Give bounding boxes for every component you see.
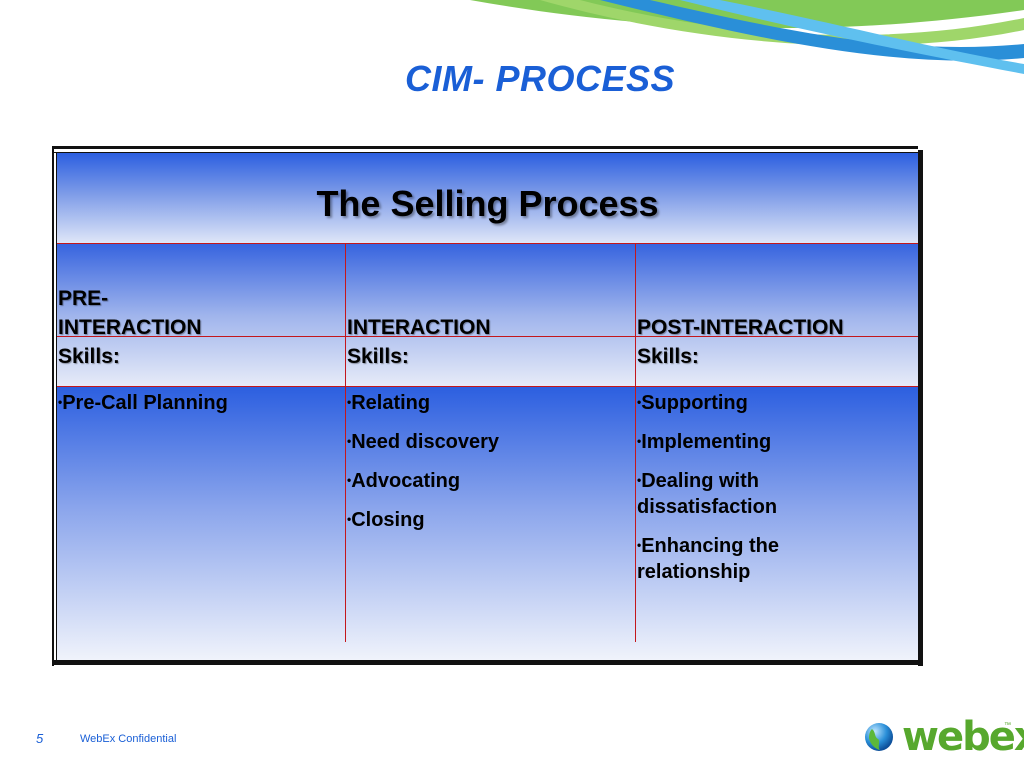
webex-logo: webex ™ [864, 714, 1024, 760]
list-item: •Advocating [347, 467, 627, 494]
column-divider [635, 244, 636, 642]
bullet-icon: • [637, 434, 642, 448]
list-item: •Implementing [637, 428, 817, 455]
heading-line: Skills: [347, 345, 409, 368]
list-item-label: Dealing with dissatisfaction [637, 470, 778, 518]
list-item-label: Implementing [641, 431, 772, 453]
post-interaction-list: •Supporting •Implementing •Dealing with … [637, 389, 817, 597]
table-header-title: The Selling Process [316, 183, 659, 224]
list-item-label: Closing [351, 509, 425, 531]
heading-line: Skills: [58, 345, 120, 368]
table-border-top [52, 146, 918, 149]
table-heading-row [57, 244, 918, 387]
list-item-label: Relating [351, 392, 431, 414]
table-border-bottom [52, 660, 918, 665]
table-grid: PRE- INTERACTION Skills: •Pre-Call Plann… [57, 244, 918, 660]
selling-process-table: The Selling Process PRE- INTERACTION Ski… [52, 146, 926, 668]
bullet-icon: • [347, 512, 352, 526]
list-item: •Dealing with dissatisfaction [637, 467, 817, 520]
pre-interaction-list: •Pre-Call Planning [58, 389, 338, 428]
list-item-label: Pre-Call Planning [62, 392, 228, 414]
logo-trademark: ™ [1004, 722, 1011, 729]
table-border-top-inner [52, 152, 918, 153]
interaction-list: •Relating •Need discovery •Advocating •C… [347, 389, 627, 545]
table-header-cell: The Selling Process [57, 153, 918, 244]
list-item-label: Advocating [351, 470, 461, 492]
bullet-icon: • [347, 434, 352, 448]
bullet-icon: • [637, 395, 642, 409]
table-border-left-inner [56, 152, 57, 664]
bullet-icon: • [58, 395, 63, 409]
column-heading-post-interaction: POST-INTERACTION Skills: [637, 313, 917, 371]
bullet-icon: • [347, 473, 352, 487]
list-item: •Supporting [637, 389, 817, 416]
slide-title: CIM- PROCESS [404, 58, 676, 99]
list-item: •Relating [347, 389, 627, 416]
column-heading-interaction: INTERACTION Skills: [347, 313, 627, 371]
logo-wordmark: webex [902, 714, 1024, 760]
heading-line: Skills: [637, 345, 699, 368]
page-number: 5 [36, 731, 44, 746]
footer-confidential: WebEx Confidential [80, 733, 177, 745]
bullet-icon: • [347, 395, 352, 409]
list-item: •Closing [347, 506, 627, 533]
list-item-label: Need discovery [351, 431, 500, 453]
list-item: •Enhancing the relationship [637, 532, 817, 585]
bullet-icon: • [637, 473, 642, 487]
list-item-label: Enhancing the relationship [637, 535, 779, 583]
list-item: •Pre-Call Planning [58, 389, 338, 416]
table-body-row [57, 387, 918, 660]
column-divider [345, 244, 346, 642]
heading-line: INTERACTION [347, 316, 491, 339]
heading-line: POST-INTERACTION [637, 316, 844, 339]
decorative-swoosh [470, 0, 1024, 74]
heading-line: INTERACTION [58, 316, 202, 339]
globe-icon [865, 723, 893, 751]
table-border-right [918, 150, 923, 666]
heading-band-line [57, 336, 918, 337]
list-item: •Need discovery [347, 428, 627, 455]
table-border-left [52, 146, 54, 666]
heading-line: PRE- [58, 287, 109, 310]
column-heading-pre-interaction: PRE- INTERACTION Skills: [58, 284, 338, 371]
bullet-icon: • [637, 538, 642, 552]
list-item-label: Supporting [641, 392, 748, 414]
